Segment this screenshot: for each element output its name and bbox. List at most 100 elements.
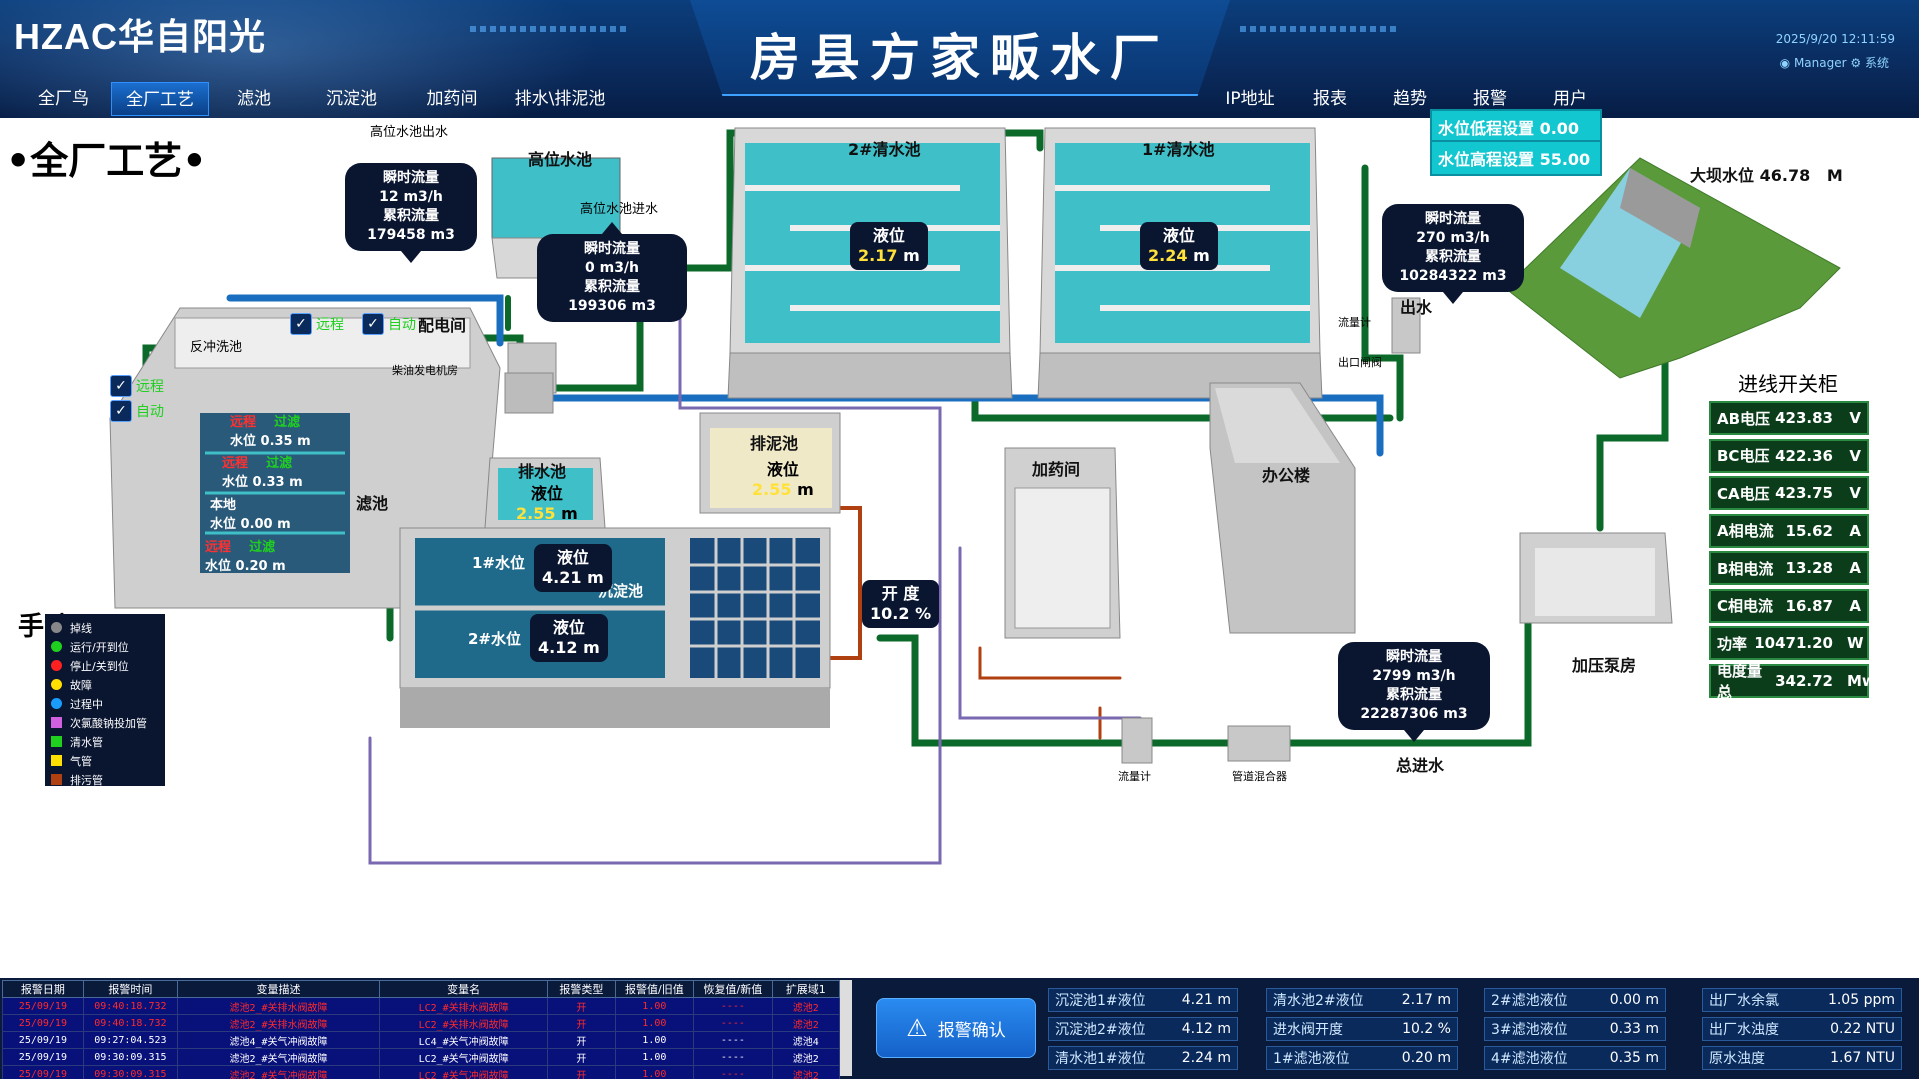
user-icon[interactable]: ◉ xyxy=(1779,56,1791,70)
sw-value: 13.28 xyxy=(1785,559,1833,577)
legend-item: 掉线 xyxy=(51,618,159,637)
pipe-dam xyxy=(1596,329,1669,532)
user-name[interactable]: Manager xyxy=(1793,56,1847,70)
tab-process[interactable]: 全厂工艺 xyxy=(111,82,209,116)
tab-overview[interactable]: 全厂鸟瞰 xyxy=(38,89,89,109)
legend-swatch xyxy=(51,622,62,633)
legend-item: 运行/开到位 xyxy=(51,637,159,656)
label-inlet: 总进水 xyxy=(1396,756,1445,775)
setting-high-level[interactable]: 水位高程设置 55.00 xyxy=(1430,140,1602,176)
alarm-col-header[interactable]: 恢复值/新值 xyxy=(693,980,773,998)
label-outlet-valve: 出口闸阀 xyxy=(1338,356,1382,369)
alarm-col-header[interactable]: 扩展域1 xyxy=(771,980,841,998)
metric-label: 出厂水余氯 xyxy=(1709,993,1779,1009)
pipe-blue-1 xyxy=(226,294,504,347)
gear-icon[interactable]: ⚙ xyxy=(1850,56,1862,70)
alarm-cell: 1.00 xyxy=(614,1065,695,1079)
alarm-cell: 滤池2_#关排水阀故障 xyxy=(177,997,380,1015)
filter-row-1[interactable]: 远程 过滤水位 0.35 m xyxy=(230,415,311,449)
pipe-inlet xyxy=(876,634,1439,747)
alarm-col-header[interactable]: 变量描述 xyxy=(177,980,380,998)
label-high-tank: 高位水池 xyxy=(528,150,593,169)
tab-report[interactable]: 报表 xyxy=(1313,89,1347,109)
alarm-ack-button[interactable]: ⚠报警确认 xyxy=(876,998,1036,1058)
legend-item: 次氯酸钠投加管 xyxy=(51,713,159,732)
alarm-cell: 25/09/19 xyxy=(2,1065,84,1079)
label-generator: 柴油发电机房 xyxy=(392,364,458,377)
legend-label: 掉线 xyxy=(70,621,92,635)
alarm-col-header[interactable]: 变量名 xyxy=(378,980,549,998)
alarm-cell: ---- xyxy=(693,1048,773,1066)
tab-filter[interactable]: 滤池 xyxy=(237,89,271,109)
check-switch-2[interactable]: ✓自动 xyxy=(362,313,416,335)
sw-name: CA电压 xyxy=(1717,484,1770,503)
tab-drain-sludge[interactable]: 排水\排泥池 xyxy=(514,89,606,109)
filter-row-3[interactable]: 本地水位 0.00 m xyxy=(210,498,291,532)
metric-value: 0.35 m xyxy=(1609,1050,1659,1066)
check-auto[interactable]: ✓自动 xyxy=(110,400,164,422)
tab-alarm[interactable]: 报警 xyxy=(1473,89,1507,109)
page-main-title: 房县方家畈水厂 xyxy=(750,29,1170,87)
alarm-cell: 25/09/19 xyxy=(2,997,84,1015)
label-filter: 滤池 xyxy=(356,494,389,513)
office-building xyxy=(1209,382,1356,634)
tab-dosing[interactable]: 加药间 xyxy=(426,89,478,109)
check-switch-1[interactable]: ✓远程 xyxy=(290,313,344,335)
tab-trend[interactable]: 趋势 xyxy=(1393,89,1427,109)
metric-value: 0.20 m xyxy=(1401,1050,1451,1066)
system-label[interactable]: 系统 xyxy=(1864,56,1889,70)
check-icon: ✓ xyxy=(290,313,312,335)
sw-unit: A xyxy=(1849,559,1861,577)
user-info: ◉ Manager ⚙ 系统 xyxy=(1780,54,1889,71)
metric-value: 0.00 m xyxy=(1609,992,1659,1008)
alarm-scrollbar[interactable] xyxy=(840,980,852,1076)
alarm-cell: 25/09/19 xyxy=(2,1031,84,1049)
legend-item: 清水管 xyxy=(51,732,159,751)
mixer-kiosk xyxy=(1227,725,1291,762)
alarm-table[interactable]: 报警日期报警时间变量描述变量名报警类型报警值/旧值恢复值/新值扩展域1 25/0… xyxy=(2,980,841,1079)
alarm-cell: 开 xyxy=(547,1048,616,1066)
tab-settling[interactable]: 沉淀池 xyxy=(326,89,377,109)
pipe-booster xyxy=(1431,594,1532,747)
alarm-col-header[interactable]: 报警时间 xyxy=(82,980,179,998)
alarm-cell: 09:40:18.732 xyxy=(82,1014,179,1032)
alarm-col-header[interactable]: 报警日期 xyxy=(2,980,84,998)
alarm-col-header[interactable]: 报警类型 xyxy=(547,980,616,998)
alarm-cell: 滤池4_#关气冲阀故障 xyxy=(177,1031,380,1049)
filter-row-2[interactable]: 远程 过滤水位 0.33 m xyxy=(222,456,303,490)
legend-swatch xyxy=(51,641,62,652)
alarm-cell: 滤池2 xyxy=(771,1048,841,1066)
label-switchroom: 配电间 xyxy=(418,316,467,335)
tab-user[interactable]: 用户 xyxy=(1553,89,1587,109)
tab-ip[interactable]: IP地址 xyxy=(1225,89,1275,109)
flowmeter-kiosk xyxy=(1121,717,1153,764)
alarm-col-header[interactable]: 报警值/旧值 xyxy=(614,980,695,998)
sw-name: 电度量总 xyxy=(1717,661,1763,701)
legend-swatch xyxy=(51,736,62,747)
pipe-outlet xyxy=(1361,164,1404,422)
legend: 掉线运行/开到位停止/关到位故障过程中次氯酸钠投加管清水管气管排污管 xyxy=(45,614,165,787)
filter-row-4[interactable]: 远程 过滤水位 0.20 m xyxy=(205,540,286,574)
check-icon: ✓ xyxy=(362,313,384,335)
check-remote[interactable]: ✓远程 xyxy=(110,375,164,397)
alarm-bell-icon: ⚠ xyxy=(906,1014,928,1042)
pipe-waste-3 xyxy=(978,646,1122,680)
metric-value: 0.33 m xyxy=(1609,1021,1659,1037)
alarm-cell: 09:30:09.315 xyxy=(82,1048,179,1066)
